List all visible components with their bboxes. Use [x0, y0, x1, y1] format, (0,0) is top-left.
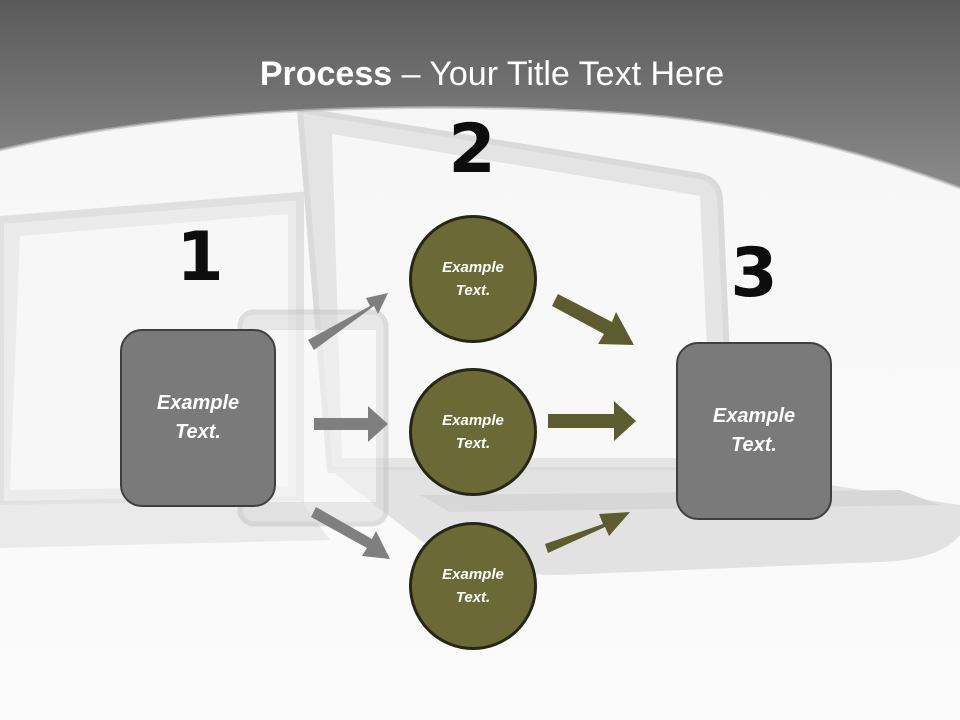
end-box-text: Example Text.	[712, 405, 796, 456]
process-circle-3: Example Text.	[409, 522, 537, 650]
arrow-to-circle-3	[311, 507, 390, 559]
title-bold-text: Process	[259, 55, 393, 93]
arrow-from-circle-3	[545, 512, 630, 553]
step-number-3: 3	[730, 234, 778, 313]
step-number-1: 1	[176, 218, 224, 297]
circle-3-text: Example Text.	[442, 566, 504, 606]
arrow-to-circle-2	[314, 406, 388, 442]
title-regular-text: – Your Title Text Here	[392, 55, 725, 93]
process-circle-1: Example Text.	[409, 215, 537, 343]
arrow-from-circle-1	[552, 294, 634, 345]
circle-2-text: Example Text.	[442, 412, 504, 452]
arrow-from-circle-2	[548, 401, 636, 441]
start-box-text: Example Text.	[156, 392, 240, 443]
slide-title: Process – Your Title Text Here	[0, 52, 960, 96]
circle-1-text: Example Text.	[442, 259, 504, 299]
process-step-end-box: Example Text.	[676, 342, 832, 520]
arrow-to-circle-1	[308, 293, 388, 350]
step-number-2: 2	[448, 110, 496, 189]
process-step-start-box: Example Text.	[120, 329, 276, 507]
process-circle-2: Example Text.	[409, 368, 537, 496]
